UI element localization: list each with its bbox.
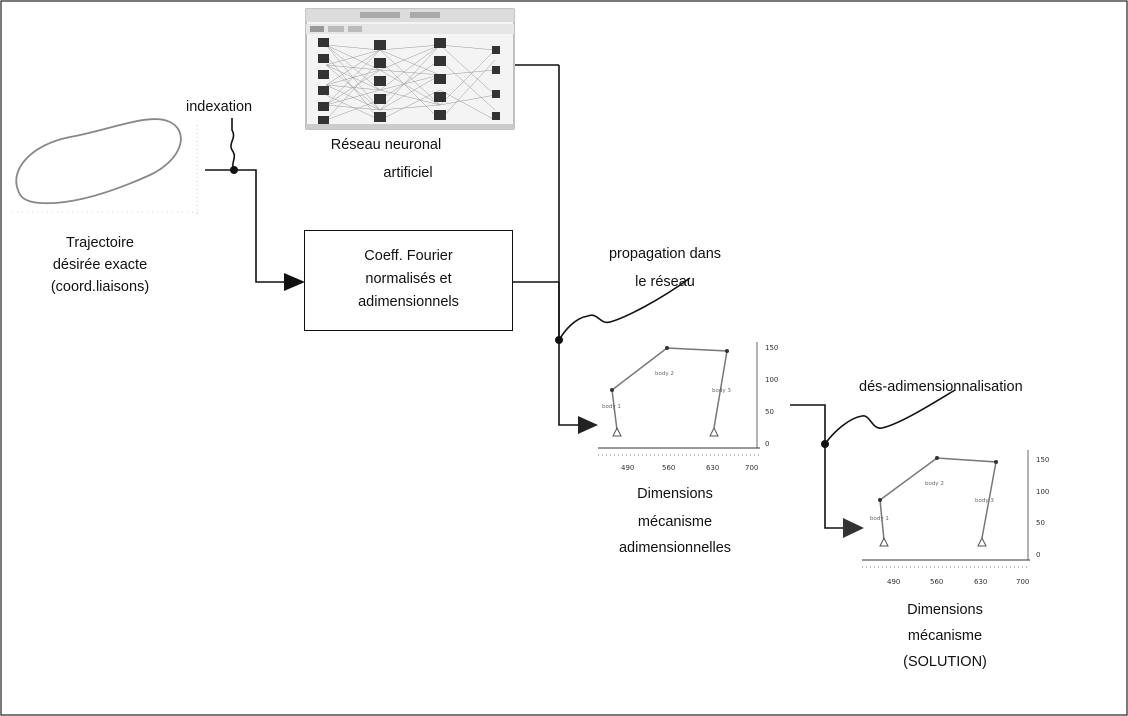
y-tick-label: 0 [765,440,769,448]
x-tick-label: 490 [621,464,634,472]
y-tick-label: 50 [1036,519,1045,527]
network-label-line1: Réseau neuronal [330,137,442,153]
y-tick-label: 150 [1036,456,1049,464]
fourier-box-line2: normalisés et [365,271,452,287]
fourier-box-line3: adimensionnels [358,294,459,310]
propagation-label-line1: propagation dans [608,246,722,262]
fourier-coeff-box: Coeff. Fourier normalisés et adimensionn… [304,230,513,331]
solution-dims-label-line3: (SOLUTION) [903,654,987,670]
x-tick-label: 700 [745,464,758,472]
trajectory-curve [15,118,182,205]
solution-dims-label-line1: Dimensions [907,602,983,618]
junction-dot [230,166,238,174]
fourier-box-line1: Coeff. Fourier [364,248,453,264]
y-tick-label: 150 [765,344,778,352]
trajectory-label-line3: (coord.liaisons) [50,279,150,295]
trajectory-label-line2: désirée exacte [52,257,148,273]
network-connections [325,44,496,121]
adim-dims-label-line2: mécanisme [637,514,713,530]
indexation-label: indexation [186,99,253,115]
plot-annotation: body 2 [925,481,944,487]
neural-network-image [305,8,515,130]
trajectory-plot [12,118,200,215]
adim-dims-label-line1: Dimensions [637,486,713,502]
plot-annotation: body 1 [602,404,621,410]
mechanism-plot-adim: body 1 body 2 body 3 490 560 630 700 150… [598,342,778,472]
x-tick-label: 630 [974,578,987,586]
x-tick-label: 560 [930,578,943,586]
plot-annotation: body 3 [712,388,731,394]
desadim-label: dés-adimensionnalisation [859,379,1023,395]
y-tick-label: 50 [765,408,774,416]
network-label-line2: artificiel [383,165,433,181]
plot-annotation: body 3 [975,498,994,504]
trajectory-label-line1: Trajectoire [66,235,134,251]
propagation-label-line2: le réseau [635,274,695,290]
y-tick-label: 0 [1036,551,1040,559]
network-nodes [318,38,500,124]
arrow-head [843,518,864,538]
x-tick-label: 630 [706,464,719,472]
x-tick-label: 490 [887,578,900,586]
y-tick-label: 100 [1036,488,1049,496]
arrow-head [284,273,305,291]
arrow-head [578,416,598,434]
solution-dims-label-line2: mécanisme [907,628,983,644]
adim-dims-label-line3: adimensionnelles [618,540,732,556]
junction-dot [821,440,829,448]
connectors [205,64,956,529]
plot-annotation: body 1 [870,516,889,522]
x-tick-label: 700 [1016,578,1029,586]
x-tick-label: 560 [662,464,675,472]
junction-dot [555,336,563,344]
mechanism-plot-solution: body 1 body 2 body 3 490 560 630 700 150… [862,450,1049,586]
plot-annotation: body 2 [655,371,674,377]
y-tick-label: 100 [765,376,778,384]
